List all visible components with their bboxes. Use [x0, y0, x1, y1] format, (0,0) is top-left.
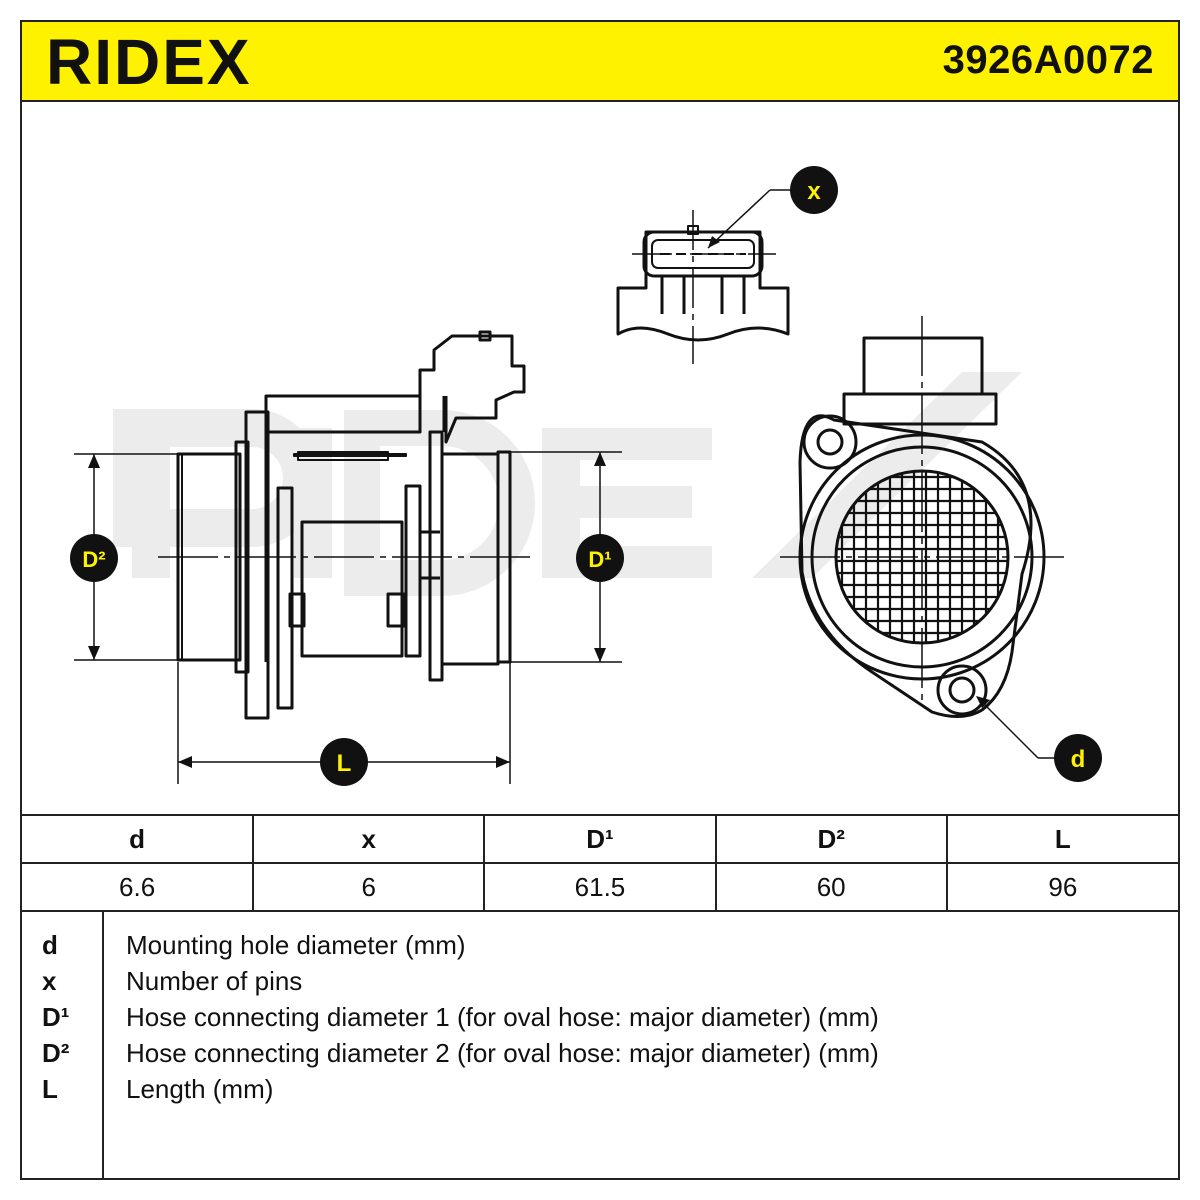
header-bar: RIDEX 3926A0072: [22, 22, 1178, 102]
table-header-cell: d: [22, 814, 255, 864]
callout-d: d: [1054, 734, 1102, 782]
table-header-cell: D¹: [483, 814, 717, 864]
table-header-cell: L: [945, 814, 1178, 864]
legend: d Mounting hole diameter (mm) x Number o…: [22, 912, 1178, 1178]
callout-l: L: [320, 738, 368, 786]
legend-key: D²: [42, 1038, 70, 1068]
brand-name: RIDEX: [46, 26, 252, 96]
dimensions-table: d x D¹ D² L 6.6 6 61.5 60 96: [22, 814, 1178, 912]
legend-key: L: [42, 1074, 58, 1104]
table-cell: 96: [945, 862, 1178, 912]
front-view: [780, 316, 1064, 759]
callout-d-label: d: [1071, 746, 1086, 773]
callout-d2: D²: [70, 534, 118, 582]
legend-description: Mounting hole diameter (mm): [126, 930, 466, 960]
brand-logo: RIDEX: [46, 26, 252, 96]
legend-item: D¹ Hose connecting diameter 1 (for oval …: [22, 1002, 1178, 1038]
table-cell: 60: [714, 862, 948, 912]
table-cell: 6.6: [22, 862, 255, 912]
legend-description: Hose connecting diameter 2 (for oval hos…: [126, 1038, 879, 1068]
table-header-cell: x: [252, 814, 486, 864]
legend-item: L Length (mm): [22, 1074, 1178, 1110]
legend-key: x: [42, 966, 57, 996]
connector-view: [616, 189, 798, 364]
table-cell: 61.5: [483, 862, 717, 912]
legend-description: Length (mm): [126, 1074, 274, 1104]
legend-key: D¹: [42, 1002, 70, 1032]
callout-d1-label: D¹: [588, 547, 611, 572]
legend-item: x Number of pins: [22, 966, 1178, 1002]
legend-divider: [102, 912, 104, 1178]
table-header-cell: D²: [714, 814, 948, 864]
callout-x-label: x: [807, 178, 821, 205]
callout-d1: D¹: [576, 534, 624, 582]
table-row: 6.6 6 61.5 60 96: [22, 862, 1178, 912]
callout-d2-label: D²: [82, 547, 105, 572]
drawing-frame: RIDEX 3926A0072: [20, 20, 1180, 1180]
technical-drawing: x d D² D¹ L: [70, 166, 1102, 786]
legend-item: d Mounting hole diameter (mm): [22, 930, 1178, 966]
callout-x: x: [790, 166, 838, 214]
legend-description: Hose connecting diameter 1 (for oval hos…: [126, 1002, 879, 1032]
legend-description: Number of pins: [126, 966, 303, 996]
legend-key: d: [42, 930, 58, 960]
table-header-row: d x D¹ D² L: [22, 814, 1178, 864]
part-number: 3926A0072: [942, 38, 1154, 82]
legend-item: D² Hose connecting diameter 2 (for oval …: [22, 1038, 1178, 1074]
callout-l-label: L: [337, 750, 352, 777]
table-cell: 6: [252, 862, 486, 912]
